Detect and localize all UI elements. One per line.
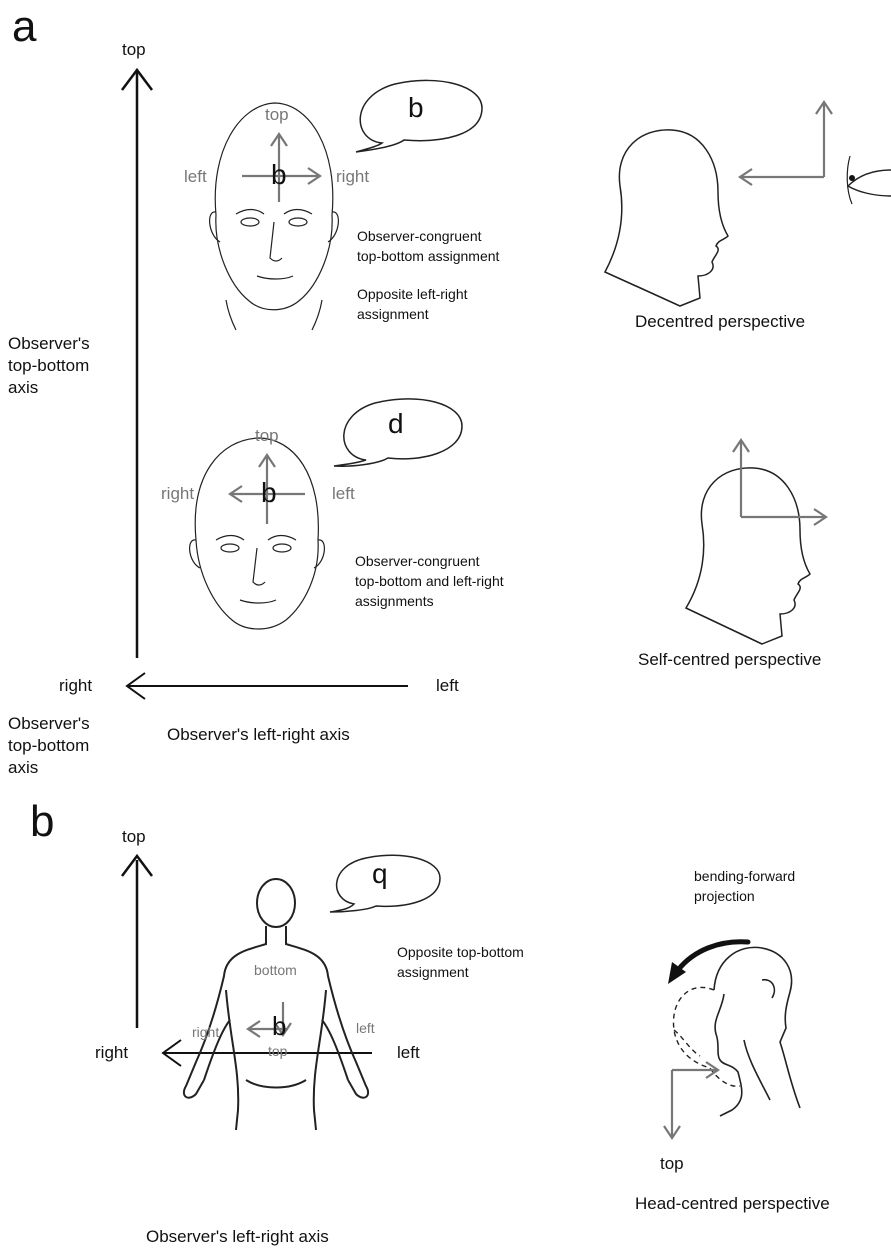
face-1-left-label: left	[184, 167, 207, 187]
face-1-center-letter: b	[271, 160, 287, 190]
face-2-note-line3: assignments	[355, 591, 504, 611]
panel-a-y-axis-label-line3: axis	[8, 377, 90, 399]
bubble-b-text: b	[408, 92, 424, 124]
face-1-right-label: right	[336, 167, 369, 187]
face-1-drawing	[210, 103, 339, 330]
selfcentred-perspective-label: Self-centred perspective	[638, 650, 821, 670]
panel-a-y-top-label: top	[122, 40, 146, 60]
projection-note-line1: bending-forward	[694, 866, 795, 886]
panel-a-vertical-axis	[122, 70, 152, 658]
face-1-note-1-line2: top-bottom assignment	[357, 246, 499, 266]
face-2-note: Observer-congruent top-bottom and left-r…	[355, 551, 504, 611]
panel-b-x-right-label: right	[95, 1043, 128, 1063]
panel-b-y-axis-label: Observer's top-bottom axis	[8, 713, 90, 779]
body-bottom-label: bottom	[254, 962, 297, 978]
panel-a-x-axis-label: Observer's left-right axis	[167, 724, 350, 746]
bubble-d-text: d	[388, 408, 404, 440]
face-1-note-2-line1: Opposite left-right	[357, 284, 468, 304]
body-top-label: top	[268, 1043, 287, 1059]
body-center-letter: b	[272, 1012, 286, 1040]
face-1-note-1-line1: Observer-congruent	[357, 226, 499, 246]
headcentred-perspective-label: Head-centred perspective	[635, 1194, 830, 1214]
body-left-side-label: right	[192, 1024, 219, 1040]
eye-icon	[847, 156, 891, 204]
face-2-drawing	[190, 438, 325, 629]
panel-b-y-axis-label-line3: axis	[8, 757, 90, 779]
panel-b-y-axis-label-line1: Observer's	[8, 713, 90, 735]
face-2-top-label: top	[255, 426, 279, 446]
panel-a-y-axis-label-line2: top-bottom	[8, 355, 90, 377]
panel-a-letter: a	[12, 5, 36, 49]
selfcentred-axis-arrows	[733, 440, 826, 525]
face-2-center-letter: b	[261, 478, 277, 508]
body-right-side-label: left	[356, 1020, 375, 1036]
bent-head-dashed	[673, 987, 740, 1086]
face-2-right-side-label: left	[332, 484, 355, 504]
selfcentred-head-profile	[686, 468, 810, 644]
panel-a-horizontal-axis	[127, 673, 408, 699]
panel-b-y-top-label: top	[122, 827, 146, 847]
panel-b-y-axis-label-line2: top-bottom	[8, 735, 90, 757]
headcentred-axis-arrows	[664, 1062, 718, 1138]
face-2-note-line2: top-bottom and left-right	[355, 571, 504, 591]
body-drawing	[184, 879, 368, 1130]
headcentred-top-label: top	[660, 1154, 684, 1174]
face-1-top-label: top	[265, 105, 289, 125]
projection-note: bending-forward projection	[694, 866, 795, 906]
panel-b-letter: b	[30, 800, 54, 844]
panel-b-vertical-axis	[122, 856, 152, 1028]
projection-note-line2: projection	[694, 886, 795, 906]
face-1-note-1: Observer-congruent top-bottom assignment	[357, 226, 499, 266]
decentred-perspective-label: Decentred perspective	[635, 312, 805, 332]
panel-a-x-left-label: left	[436, 676, 459, 696]
body-note-line2: assignment	[397, 962, 524, 982]
panel-b-x-left-label: left	[397, 1043, 420, 1063]
body-note: Opposite top-bottom assignment	[397, 942, 524, 982]
body-note-line1: Opposite top-bottom	[397, 942, 524, 962]
face-2-left-side-label: right	[161, 484, 194, 504]
face-1-note-2-line2: assignment	[357, 304, 468, 324]
panel-a-x-right-label: right	[59, 676, 92, 696]
decentred-axis-arrows	[740, 102, 832, 185]
decentred-head-profile	[605, 130, 728, 306]
panel-a-y-axis-label: Observer's top-bottom axis	[8, 333, 90, 399]
panel-a-y-axis-label-line1: Observer's	[8, 333, 90, 355]
face-1-note-2: Opposite left-right assignment	[357, 284, 468, 324]
upright-head-profile	[714, 947, 800, 1116]
panel-b-x-axis-label: Observer's left-right axis	[146, 1226, 329, 1248]
bubble-q-text: q	[372, 858, 388, 890]
bending-forward-arrow	[668, 942, 748, 984]
face-2-note-line1: Observer-congruent	[355, 551, 504, 571]
